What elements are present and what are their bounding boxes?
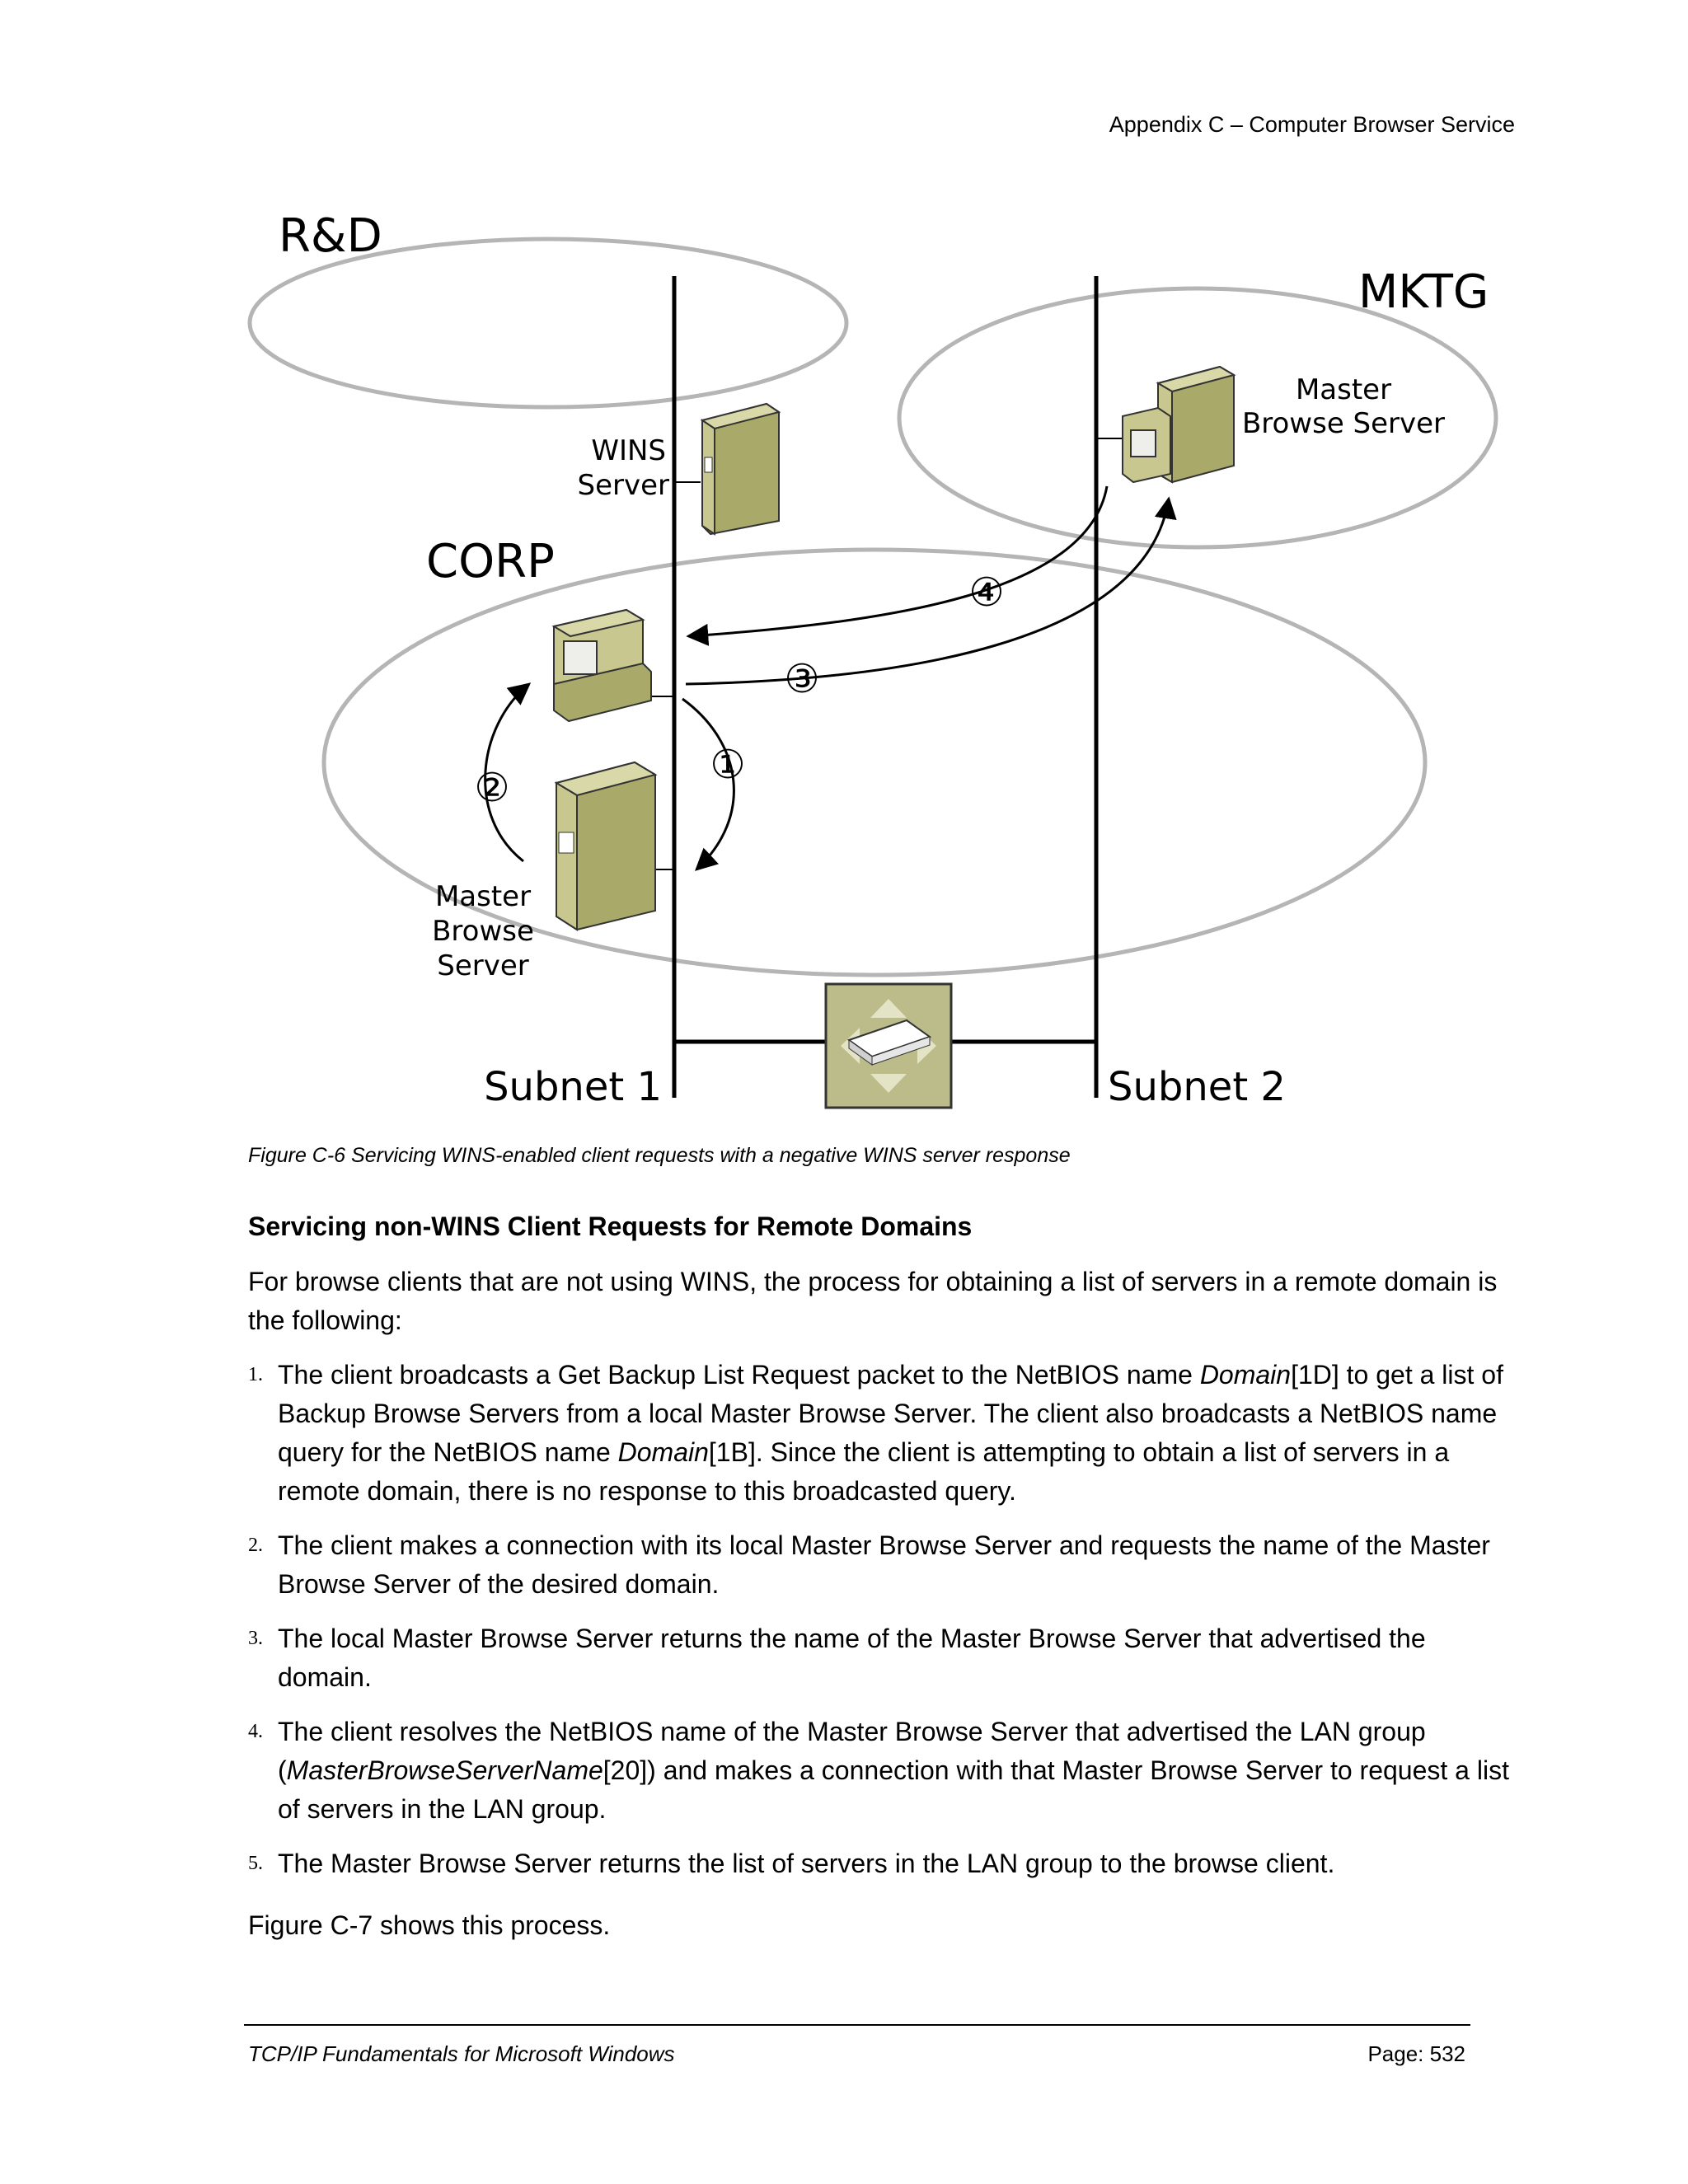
- step-4-arrow: [686, 485, 1109, 646]
- list-item: 5. The Master Browse Server returns the …: [248, 1849, 1335, 1878]
- footer-rule: [244, 2024, 1470, 2026]
- mktg-domain-ellipse: [897, 286, 1498, 550]
- mktg-master-label-line2: Browse Server: [1242, 407, 1445, 440]
- list-item: 2. The client makes a connection with it…: [248, 1530, 1490, 1599]
- wins-server-label-line1: WINS: [591, 434, 666, 467]
- mktg-label: MKTG: [1358, 265, 1489, 319]
- steps-list: 1. The client broadcasts a Get Backup Li…: [248, 1356, 1517, 1899]
- closing-paragraph: Figure C-7 shows this process.: [248, 1910, 611, 1940]
- rnd-label: R&D: [279, 209, 382, 263]
- list-item: 3. The local Master Browse Server return…: [248, 1624, 1426, 1692]
- footer-book-title: TCP/IP Fundamentals for Microsoft Window…: [248, 2041, 675, 2066]
- corp-label: CORP: [426, 535, 555, 588]
- step-4-marker: ④: [968, 569, 1004, 616]
- corp-master-browse-server-icon: [554, 761, 658, 931]
- step-2-arrow: [484, 682, 532, 863]
- router-icon: [824, 982, 953, 1109]
- step-3-marker: ③: [784, 656, 819, 702]
- corp-master-label-line1: Master: [435, 880, 531, 913]
- rnd-domain-ellipse: [247, 237, 849, 410]
- step-1-marker: ①: [710, 742, 745, 788]
- footer-page-number: Page: 532: [1367, 2041, 1465, 2066]
- running-header: Appendix C – Computer Browser Service: [1109, 112, 1515, 137]
- list-item: 4. The client resolves the NetBIOS name …: [248, 1717, 1509, 1824]
- subnet2-label: Subnet 2: [1108, 1064, 1286, 1110]
- client-computer-icon: [551, 608, 652, 723]
- step-3-arrow: [685, 496, 1177, 686]
- corp-master-label-line3: Server: [437, 949, 529, 982]
- corp-master-label-line2: Browse: [432, 915, 534, 948]
- list-item: 1. The client broadcasts a Get Backup Li…: [248, 1360, 1503, 1506]
- section-title: Servicing non-WINS Client Requests for R…: [248, 1212, 973, 1241]
- intro-paragraph: For browse clients that are not using WI…: [248, 1267, 1498, 1335]
- wins-server-label-line2: Server: [578, 469, 670, 502]
- mktg-master-label-line1: Master: [1296, 373, 1391, 406]
- step-1-arrow: [682, 697, 735, 871]
- step-2-marker: ②: [474, 765, 509, 811]
- wins-server-icon: [700, 402, 781, 536]
- mktg-master-browse-server-icon: [1122, 365, 1236, 484]
- corp-domain-ellipse: [321, 547, 1428, 977]
- subnet1-label: Subnet 1: [484, 1064, 662, 1110]
- figure-caption: Figure C-6 Servicing WINS-enabled client…: [248, 1144, 1071, 1167]
- network-diagram: ① ② ③ ④ R&D MKTG CORP WINS Server Master…: [247, 209, 1498, 1110]
